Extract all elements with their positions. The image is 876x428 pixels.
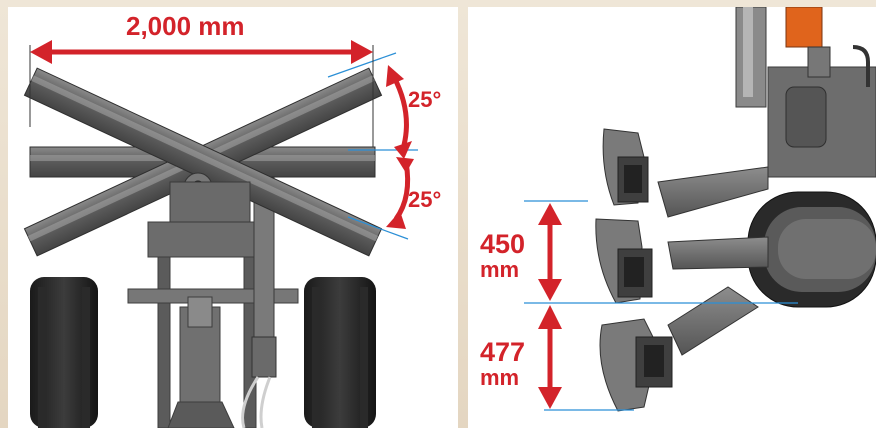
crawler-track: [747, 191, 876, 308]
lift-height-unit: mm: [480, 257, 520, 282]
blade-lift-depth-panel: 450 mm 477 mm: [468, 7, 876, 428]
blade-width-label: 2,000 mm: [126, 11, 245, 41]
lift-height-value: 450: [480, 229, 526, 259]
boom: [735, 7, 876, 178]
width-dimension-arrow: [29, 40, 374, 147]
height-guide-lines: [524, 200, 798, 411]
blade-raised: [602, 128, 769, 218]
dig-depth-unit: mm: [480, 365, 520, 390]
blade-neutral: [595, 218, 769, 304]
blade-top-view-illustration: [23, 40, 418, 428]
blade-angle-panel: 2,000 mm 25° 25°: [8, 7, 458, 428]
angle-arc-up: [386, 65, 412, 159]
blade-side-view-illustration: [524, 7, 876, 412]
lift-height-arrow: [538, 203, 562, 301]
angle-down-label: 25°: [408, 187, 442, 212]
angle-arc-down: [386, 157, 414, 229]
left-tire: [30, 277, 98, 428]
dig-depth-value: 477: [480, 337, 526, 367]
blade-pivot: [169, 172, 251, 223]
angle-up-label: 25°: [408, 87, 442, 112]
blade-lowered: [599, 286, 759, 412]
dig-depth-arrow: [538, 305, 562, 409]
right-tire: [304, 277, 376, 428]
